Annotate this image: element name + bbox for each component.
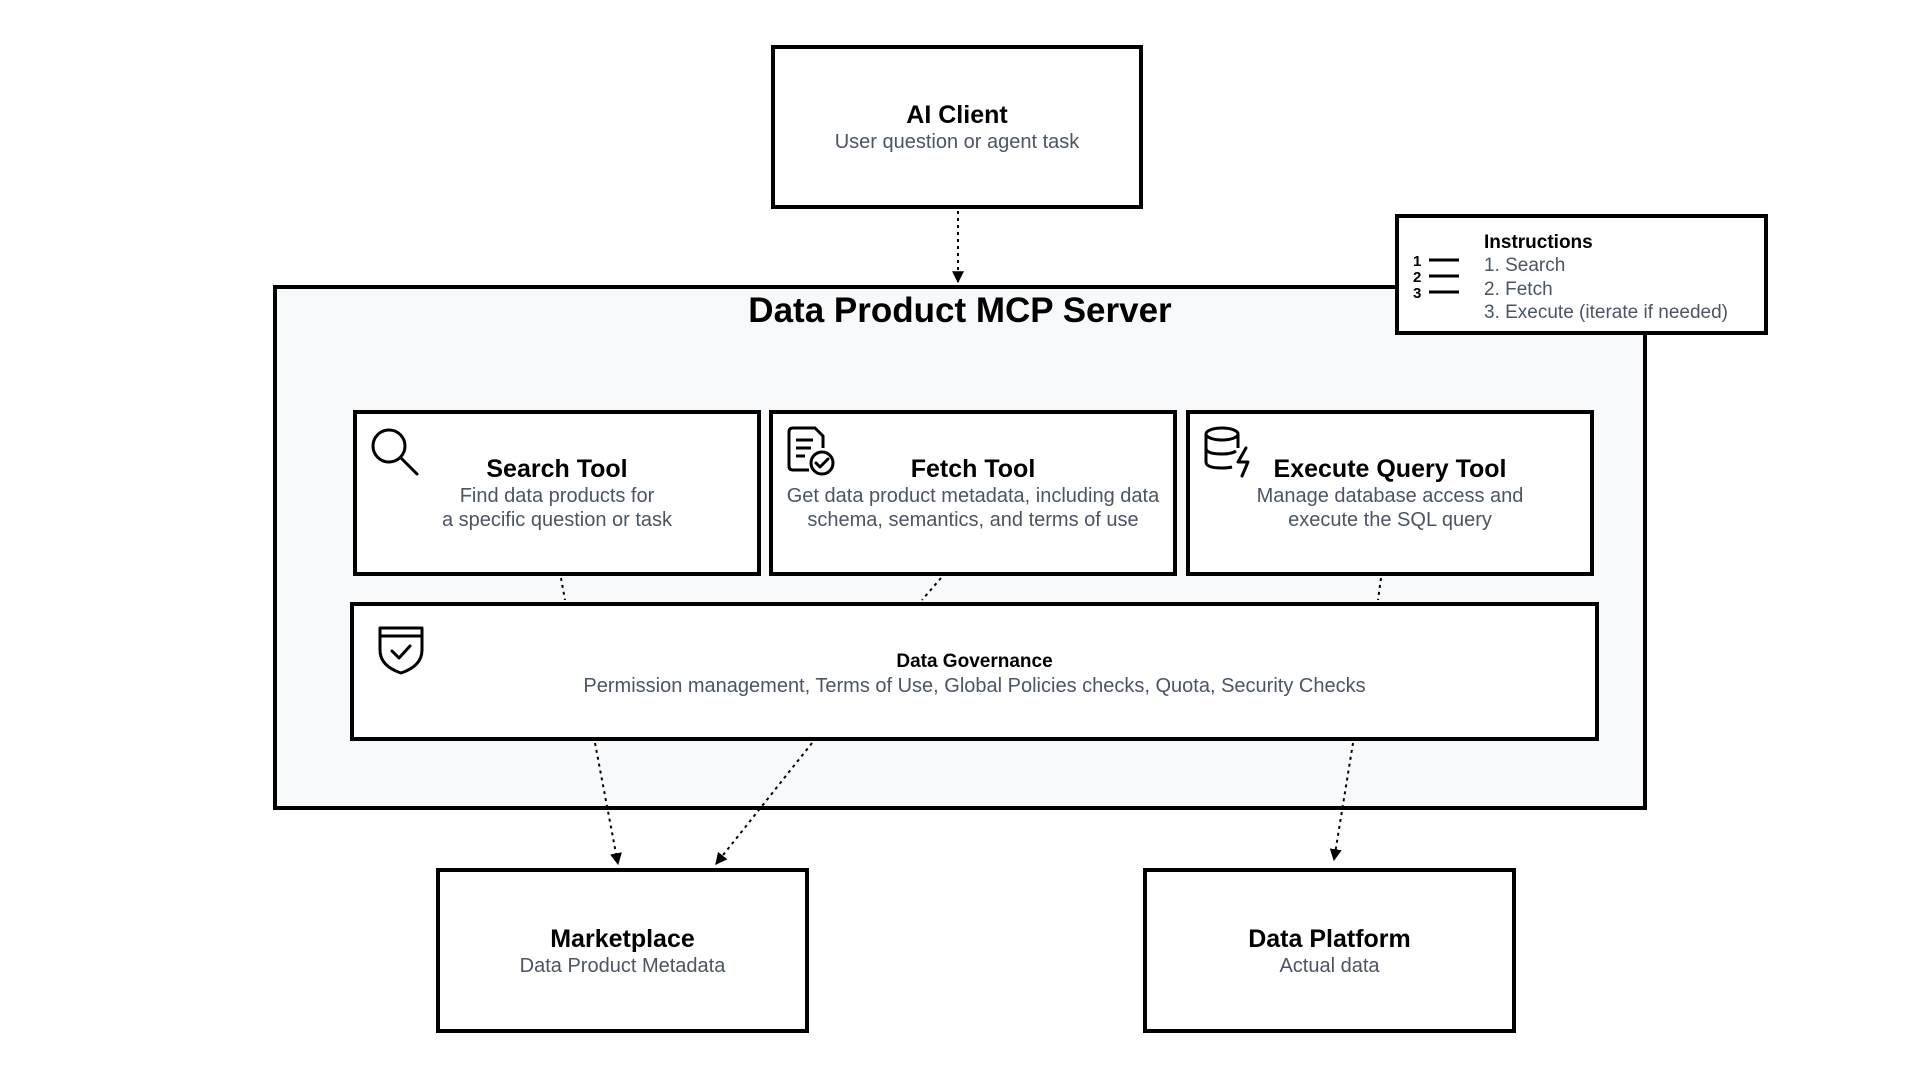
execute-tool-description: Manage database access and execute the S… bbox=[1256, 485, 1524, 531]
instruction-step: 2. Fetch bbox=[1484, 278, 1553, 300]
data-platform-title: Data Platform bbox=[1248, 924, 1411, 953]
marketplace-title: Marketplace bbox=[550, 924, 695, 953]
search-tool-node: Search Tool Find data products for a spe… bbox=[353, 410, 761, 576]
ai-client-subtitle: User question or agent task bbox=[834, 131, 1080, 153]
data-platform-node: Data Platform Actual data bbox=[1143, 868, 1516, 1033]
data-platform-subtitle: Actual data bbox=[1279, 954, 1380, 977]
svg-text:3: 3 bbox=[1413, 285, 1421, 302]
execute-query-tool-node: Execute Query Tool Manage database acces… bbox=[1186, 410, 1594, 576]
instruction-step: 1. Search bbox=[1484, 255, 1566, 276]
shield-check-icon bbox=[378, 626, 424, 675]
execute-tool-title: Execute Query Tool bbox=[1273, 455, 1507, 483]
server-title: Data Product MCP Server bbox=[748, 291, 1172, 330]
database-bolt-icon bbox=[1204, 426, 1250, 478]
instructions-node: 1 2 3 Instructions 1. Search 2. Fetch 3.… bbox=[1395, 214, 1768, 335]
fetch-tool-title: Fetch Tool bbox=[910, 455, 1036, 483]
document-check-icon bbox=[787, 426, 835, 476]
marketplace-node: Marketplace Data Product Metadata bbox=[436, 868, 809, 1033]
numbered-list-icon: 1 2 3 bbox=[1413, 253, 1459, 302]
ai-client-node: AI Client User question or agent task bbox=[771, 45, 1143, 209]
fetch-tool-description: Get data product metadata, including dat… bbox=[786, 485, 1160, 531]
instruction-step: 3. Execute (iterate if needed) bbox=[1484, 302, 1728, 323]
magnifier-icon bbox=[371, 428, 419, 476]
ai-client-title: AI Client bbox=[906, 101, 1008, 129]
marketplace-subtitle: Data Product Metadata bbox=[519, 954, 726, 977]
governance-title: Data Governance bbox=[896, 651, 1053, 672]
data-governance-node: Data Governance Permission management, T… bbox=[350, 602, 1599, 741]
svg-text:2: 2 bbox=[1413, 269, 1421, 286]
instructions-title: Instructions bbox=[1484, 232, 1593, 253]
svg-text:1: 1 bbox=[1413, 253, 1421, 270]
fetch-tool-node: Fetch Tool Get data product metadata, in… bbox=[769, 410, 1177, 576]
search-tool-description: Find data products for a specific questi… bbox=[441, 485, 673, 531]
search-tool-title: Search Tool bbox=[486, 455, 628, 483]
governance-description: Permission management, Terms of Use, Glo… bbox=[583, 675, 1366, 697]
